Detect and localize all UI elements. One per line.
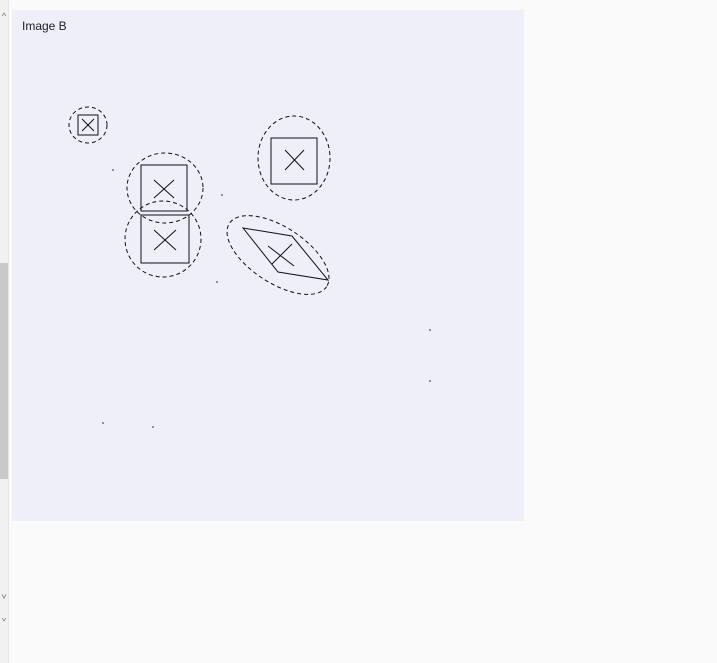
upper-stacked-box-shape — [126, 152, 204, 224]
right-box-shape — [257, 115, 331, 201]
small-box-shape — [68, 106, 108, 144]
dot — [102, 422, 104, 424]
scroll-down-arrow-lower-icon[interactable]: ^ — [1, 613, 7, 623]
lower-stacked-box-shape — [124, 200, 202, 278]
diamond-shape — [226, 215, 330, 295]
dot — [216, 281, 218, 283]
dot — [221, 194, 223, 196]
panel-label: Image B — [22, 19, 67, 33]
scroll-thumb[interactable] — [0, 263, 8, 479]
dot — [112, 169, 114, 171]
sketch-drawing — [68, 106, 431, 428]
dot — [152, 426, 154, 428]
dot — [429, 380, 431, 382]
dot — [429, 329, 431, 331]
image-panel: Image B — [12, 10, 524, 521]
scroll-up-arrow-icon[interactable]: ^ — [1, 11, 7, 21]
vertical-scrollbar[interactable]: ^ v ^ — [0, 0, 9, 663]
scroll-down-arrow-icon[interactable]: v — [1, 592, 7, 600]
